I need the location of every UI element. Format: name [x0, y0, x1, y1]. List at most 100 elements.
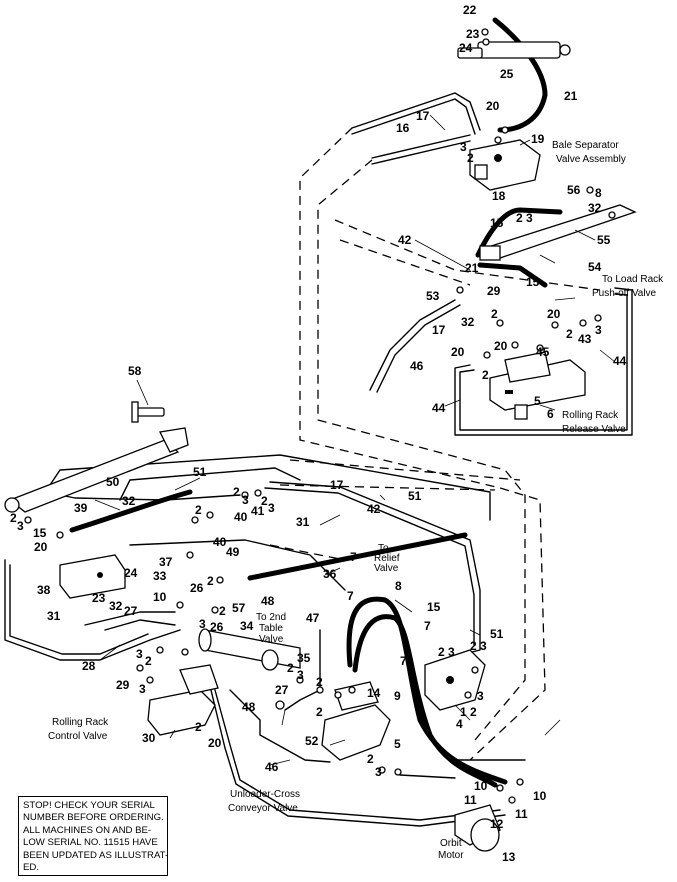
callout-20: 20: [34, 540, 48, 554]
callout-5: 5: [534, 394, 541, 408]
label-to-load-rack: To Load Rack: [602, 274, 664, 285]
callout-25: 25: [500, 67, 514, 81]
callout-2: 2: [367, 752, 374, 766]
callout-51: 51: [490, 627, 504, 641]
label-table-valve: Valve: [259, 634, 284, 645]
callout-2: 2: [219, 604, 226, 618]
callout-23: 23: [92, 591, 106, 605]
callout-32: 32: [588, 201, 602, 215]
callout-12: 12: [490, 817, 504, 831]
callout-33: 33: [153, 569, 167, 583]
callout-54: 54: [588, 260, 602, 274]
callout-50: 50: [106, 475, 120, 489]
component-labels: Bale Separator Valve Assembly To Load Ra…: [48, 140, 664, 861]
callout-2: 2: [470, 639, 477, 653]
callout-40: 40: [234, 510, 248, 524]
callout-43: 43: [578, 332, 592, 346]
callout-19: 19: [531, 132, 545, 146]
callout-11: 11: [464, 793, 477, 807]
callout-3: 3: [477, 689, 484, 703]
callout-8: 8: [595, 186, 602, 200]
callout-2: 2: [195, 720, 202, 734]
callout-37: 37: [159, 555, 173, 569]
callout-28: 28: [82, 659, 96, 673]
callout-21: 21: [465, 261, 479, 275]
callout-51: 51: [408, 489, 422, 503]
callout-3: 3: [480, 639, 487, 653]
label-relief-valve: Valve: [374, 563, 399, 574]
callout-42: 42: [398, 233, 412, 247]
label-to-2nd: To 2nd: [256, 612, 286, 623]
callout-17: 17: [416, 109, 430, 123]
leader-lines: [94, 114, 616, 766]
label-to: To: [378, 543, 389, 554]
notice-line: ED.: [23, 862, 39, 874]
callout-2: 2: [261, 494, 268, 508]
callout-3: 3: [136, 647, 143, 661]
callout-23: 23: [466, 27, 480, 41]
label-push-off-valve: Push-off Valve: [592, 288, 657, 299]
cylinder-50: [4, 427, 189, 513]
callout-49: 49: [226, 545, 240, 559]
callout-15: 15: [490, 216, 504, 230]
pin-58: [131, 401, 165, 423]
components: [4, 41, 637, 852]
callout-48: 48: [261, 594, 275, 608]
callout-46: 46: [265, 760, 279, 774]
callout-48: 48: [242, 700, 256, 714]
callout-17: 17: [432, 323, 446, 337]
callout-7: 7: [424, 619, 431, 633]
notice-line: ALL MACHINES ON AND BE-: [23, 824, 152, 836]
callout-2: 2: [467, 151, 474, 165]
callout-18: 18: [492, 189, 506, 203]
fittings: [24, 28, 616, 804]
callout-55: 55: [597, 233, 611, 247]
callout-2: 2: [195, 503, 202, 517]
bale-separator-valve: [469, 139, 541, 191]
callout-53: 53: [426, 289, 440, 303]
callout-3: 3: [460, 140, 467, 154]
label-rolling-rack: Rolling Rack: [562, 410, 619, 421]
callout-15: 15: [33, 526, 47, 540]
callout-45: 45: [536, 345, 550, 359]
callout-2: 2: [233, 485, 240, 499]
callout-10: 10: [533, 789, 547, 803]
callout-3: 3: [199, 617, 206, 631]
callout-52: 52: [305, 734, 319, 748]
callout-40: 40: [213, 535, 227, 549]
callout-6: 6: [547, 407, 554, 421]
serial-number-notice: STOP! CHECK YOUR SERIAL NUMBER BEFORE OR…: [18, 796, 168, 876]
valve-1: [424, 649, 486, 711]
label-release-valve: Release Valve: [562, 424, 626, 435]
callout-30: 30: [142, 731, 156, 745]
notice-line: BEEN UPDATED AS ILLUSTRAT-: [23, 849, 169, 861]
label-orbit: Orbit: [440, 838, 462, 849]
rolling-rack-release-valve: [489, 351, 586, 420]
callout-31: 31: [296, 515, 310, 529]
callout-34: 34: [240, 619, 254, 633]
callout-22: 22: [463, 3, 477, 17]
notice-line: LOW SERIAL NO. 11515 HAVE: [23, 837, 158, 849]
callout-15: 15: [427, 600, 441, 614]
callout-27: 27: [124, 604, 138, 618]
callout-13: 13: [502, 850, 516, 864]
callout-2: 2: [145, 654, 152, 668]
callout-24: 24: [124, 566, 138, 580]
callout-27: 27: [275, 683, 289, 697]
notice-line: NUMBER BEFORE ORDERING.: [23, 812, 164, 824]
callout-58: 58: [128, 364, 142, 378]
callout-29: 29: [116, 678, 130, 692]
callout-9: 9: [394, 689, 401, 703]
callout-39: 39: [74, 501, 88, 515]
hoses: [69, 17, 563, 788]
callout-2: 2: [207, 574, 214, 588]
callout-16: 16: [396, 121, 410, 135]
callout-3: 3: [595, 323, 602, 337]
callout-36: 36: [323, 567, 337, 581]
callout-2: 2: [438, 645, 445, 659]
callout-32: 32: [109, 599, 123, 613]
callout-47: 47: [306, 611, 320, 625]
callout-1: 1: [460, 705, 467, 719]
callout-8: 8: [395, 579, 402, 593]
callout-21: 21: [564, 89, 578, 103]
